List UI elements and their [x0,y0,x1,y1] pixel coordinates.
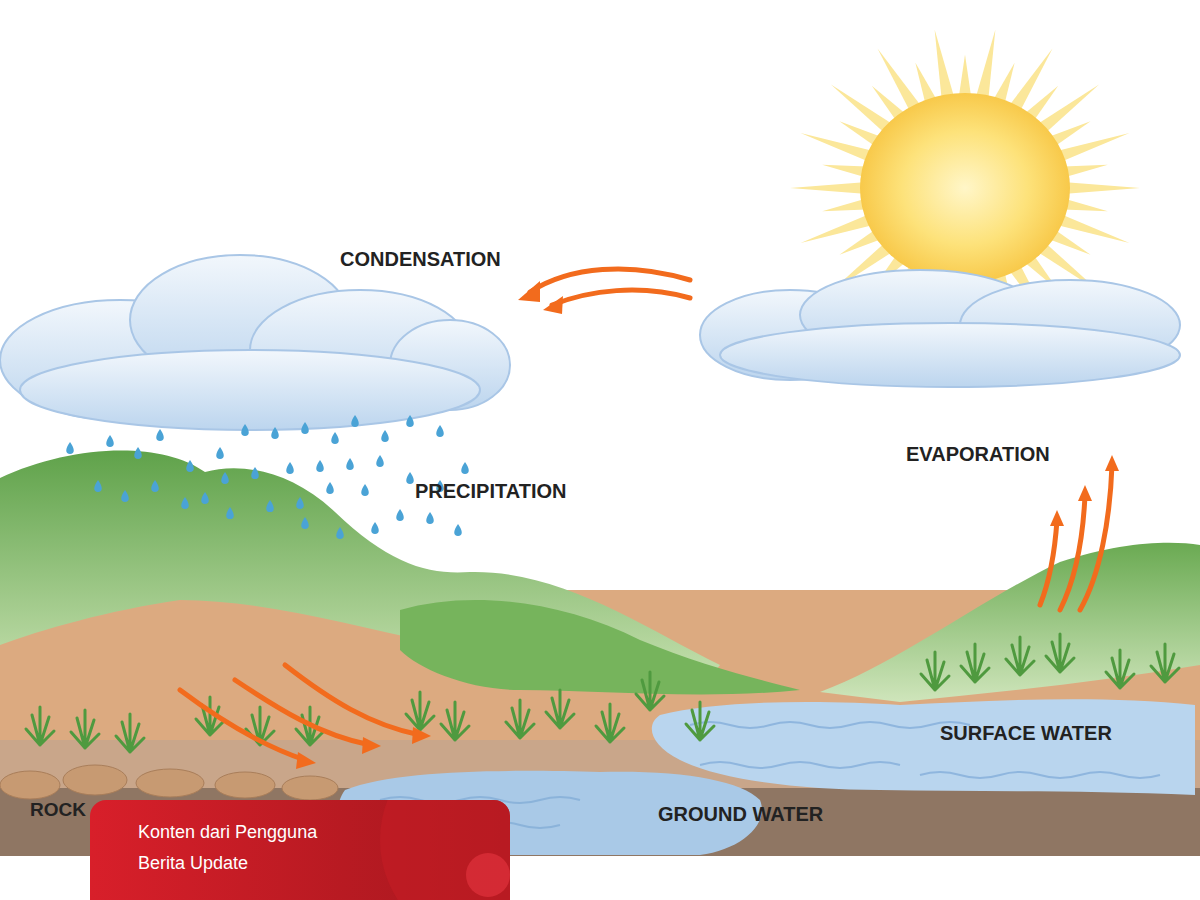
raindrop [221,472,229,484]
sun [860,93,1070,283]
grass-tuft [961,644,989,682]
raindrop [296,497,304,509]
raindrops [66,415,469,539]
raindrop [241,424,249,436]
banner-circle [380,800,510,900]
raindrop [336,527,344,539]
raindrop [201,492,209,504]
surface-water-lake [652,699,1195,795]
raindrop [326,482,334,494]
green-slope [400,600,800,694]
grass-tuft [1106,650,1134,688]
raindrop [361,484,369,496]
rocks [0,765,338,800]
raindrop [454,524,462,536]
sun-ray [935,29,955,102]
source-banner: Konten dari PenggunaBerita Update [90,800,510,900]
raindrop [371,522,379,534]
raindrop [316,460,324,472]
raindrop [181,497,189,509]
banner-text: Konten dari Pengguna [138,822,490,844]
raindrop [436,425,444,437]
surface-water-ripples [690,722,1160,778]
process-label: CONDENSATION [340,248,501,270]
arrow-heads [296,281,1119,769]
raindrop [406,472,414,484]
process-arrows [180,269,1112,760]
raindrop [266,500,274,512]
process-label: EVAPORATION [906,443,1050,465]
grass-tuft [1046,634,1074,672]
raindrop [94,480,102,492]
raindrop [301,517,309,529]
raindrop [346,458,354,470]
raindrop [286,462,294,474]
raindrop [426,512,434,524]
raindrop [106,435,114,447]
grass-tuft [506,700,534,738]
grass-tufts [26,634,1179,752]
raindrop [226,507,234,519]
raindrop [121,490,129,502]
banner-decoration [90,800,510,900]
grass-tuft [636,672,664,710]
raindrop [251,467,259,479]
grass-tuft [406,692,434,730]
raindrop [301,422,309,434]
grass-tuft [116,714,144,752]
raindrop [396,509,404,521]
grass-tuft [546,690,574,728]
raindrop [406,415,414,427]
region-label: SURFACE WATER [940,722,1112,744]
raindrop [156,429,164,441]
grass-tuft [921,652,949,690]
grass-tuft [71,710,99,748]
raindrop [134,447,142,459]
sun-ray [1060,182,1140,194]
evaporation-cloud [700,270,1180,387]
raindrop [186,460,194,472]
raindrop [331,432,339,444]
region-label: ROCK [30,800,86,821]
process-label: PRECIPITATION [415,480,566,502]
raindrop [351,415,359,427]
raindrop [376,455,384,467]
raindrop [216,447,224,459]
raindrop [381,430,389,442]
rain-cloud [0,255,510,430]
banner-text: Berita Update [138,853,490,875]
grass-tuft [1151,644,1179,682]
sun-ray [975,29,995,102]
raindrop [271,427,279,439]
raindrop [461,462,469,474]
banner-dot [466,853,510,897]
raindrop [151,480,159,492]
raindrop [66,442,74,454]
sun-ray [790,182,870,194]
grass-tuft [596,704,624,742]
grass-tuft [1006,637,1034,675]
right-hill [820,543,1200,702]
region-label: GROUND WATER [658,803,823,825]
grass-tuft [26,707,54,745]
grass-tuft [441,702,469,740]
grass-tuft [686,702,714,740]
